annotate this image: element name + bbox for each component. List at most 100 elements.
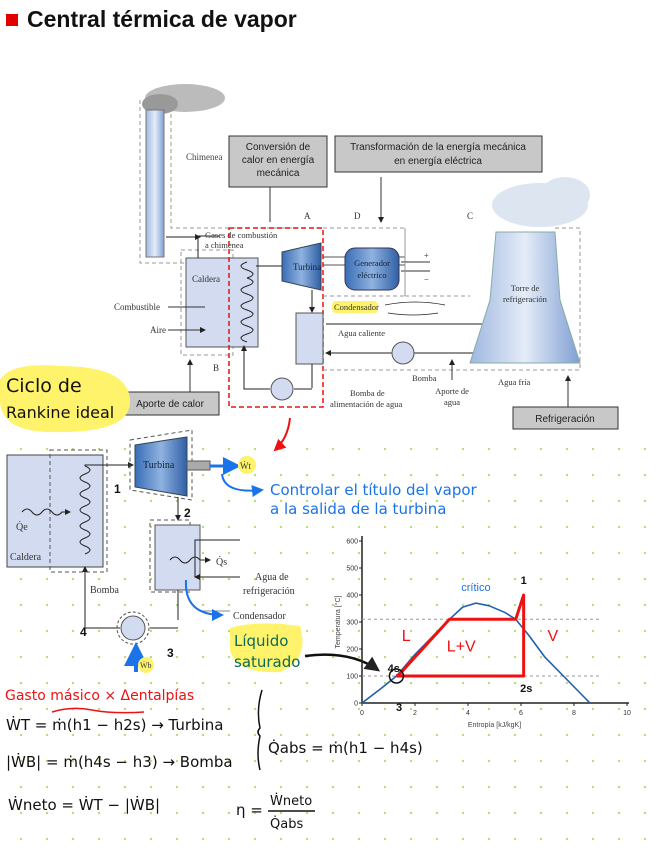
label: refrigeración [243, 586, 295, 597]
label-point-2s: 2s [520, 683, 532, 695]
diagram-shape: ẆT = ṁ(h1 − h2s) → Turbina |ẆB| = ṁ(h4s … [6, 715, 423, 832]
label: en energía eléctrica [394, 156, 482, 167]
feed-pump [270, 377, 294, 401]
label: saturado [234, 653, 300, 671]
label: Condensador [233, 611, 286, 622]
label: Ẇt [240, 461, 251, 471]
cooling-tower [469, 231, 581, 364]
label-vapor: V [548, 628, 559, 645]
label: Refrigeración [535, 414, 594, 425]
generator [344, 247, 400, 291]
diagram-shape [332, 301, 378, 313]
label: Caldera [10, 552, 42, 563]
label: Ẇneto [270, 793, 312, 809]
x-tick-label: 10 [623, 710, 631, 717]
label: Bomba [90, 585, 119, 596]
bullet-square-icon [6, 13, 18, 26]
dot-grid-background [0, 430, 656, 848]
diagram-shape [49, 449, 108, 573]
diagram-shape [169, 556, 211, 564]
diagram-shape: Agua de refrigeración [243, 572, 295, 597]
x-tick-label: 2 [413, 710, 417, 717]
label: Combustible [114, 302, 160, 312]
diagram-shape [116, 611, 150, 645]
label-liquid: L [402, 628, 411, 645]
y-tick-label: 0 [354, 701, 358, 708]
cycle-line [395, 593, 526, 678]
label: alimentación de agua [330, 399, 402, 409]
diagram-shape [240, 261, 254, 343]
diagram-shape [168, 306, 205, 330]
label: mecánica [257, 168, 300, 179]
label: Aporte de calor [136, 399, 204, 410]
label-chimney: Chimenea [186, 152, 223, 162]
x-tick-label: 4 [466, 710, 470, 717]
label: 4 [80, 625, 87, 639]
label: Agua fría [498, 377, 531, 387]
box-cooling [512, 406, 619, 430]
diagram-shape [138, 657, 154, 673]
label: Bomba [412, 373, 437, 383]
label: Torre de [511, 283, 540, 293]
rankine-turbine [134, 436, 188, 497]
formula-heading: Gasto másico × Δentalpías [5, 688, 194, 704]
diagram-shape [21, 508, 71, 516]
diagram-shape [401, 261, 430, 272]
diagram-shape [257, 689, 263, 771]
label: Agua caliente [338, 328, 385, 338]
y-tick-label: 300 [346, 620, 358, 627]
diagram-shape [304, 653, 381, 672]
label: Controlar el título del vapor [270, 481, 478, 499]
y-tick-label: 400 [346, 593, 358, 600]
diagram-shape [221, 473, 264, 498]
y-tick-label: 100 [346, 674, 358, 681]
diagram-shape [51, 707, 145, 714]
label: Gases de combustión [205, 230, 278, 240]
label: Rankine ideal [6, 403, 114, 422]
x-tick-label: 8 [572, 710, 576, 717]
label: Conversión de [246, 142, 311, 153]
turbine [281, 242, 322, 291]
label: 2 [184, 506, 191, 520]
zone-a-highlight [228, 227, 324, 408]
liquid-highlight [230, 623, 303, 673]
label: B [213, 363, 219, 373]
red-arrow [273, 417, 291, 452]
label: Caldera [192, 274, 220, 284]
label: eléctrico [357, 270, 386, 280]
diagram-shape: Conversión de calor en energía mecánica [242, 142, 315, 179]
diagram-shape [142, 94, 178, 114]
label: Turbina [143, 460, 175, 471]
label: a la salida de la turbina [270, 500, 447, 518]
label: Agua de [255, 572, 289, 583]
label: Aporte de [435, 386, 469, 396]
diagram-shape [540, 177, 590, 213]
diagram-shape [184, 579, 224, 621]
diagram-shape [238, 456, 256, 474]
label: refrigeración [503, 294, 548, 304]
title-text: Central térmica de vapor [27, 6, 297, 32]
label-point-4s: 4s [388, 663, 400, 675]
label: Q̇abs [270, 817, 303, 832]
label: Bomba de [350, 388, 385, 398]
label: 1 [114, 482, 121, 496]
label: calor en energía [242, 155, 315, 166]
formula-turbine-work: ẆT = ṁ(h1 − h2s) → Turbina [6, 715, 224, 734]
label: C [467, 211, 473, 221]
label: Aire [150, 325, 166, 335]
y-tick-label: 200 [346, 647, 358, 654]
x-tick-label: 6 [519, 710, 523, 717]
diagram-shape [269, 177, 381, 222]
label: A [304, 211, 311, 221]
label: + [424, 251, 429, 260]
